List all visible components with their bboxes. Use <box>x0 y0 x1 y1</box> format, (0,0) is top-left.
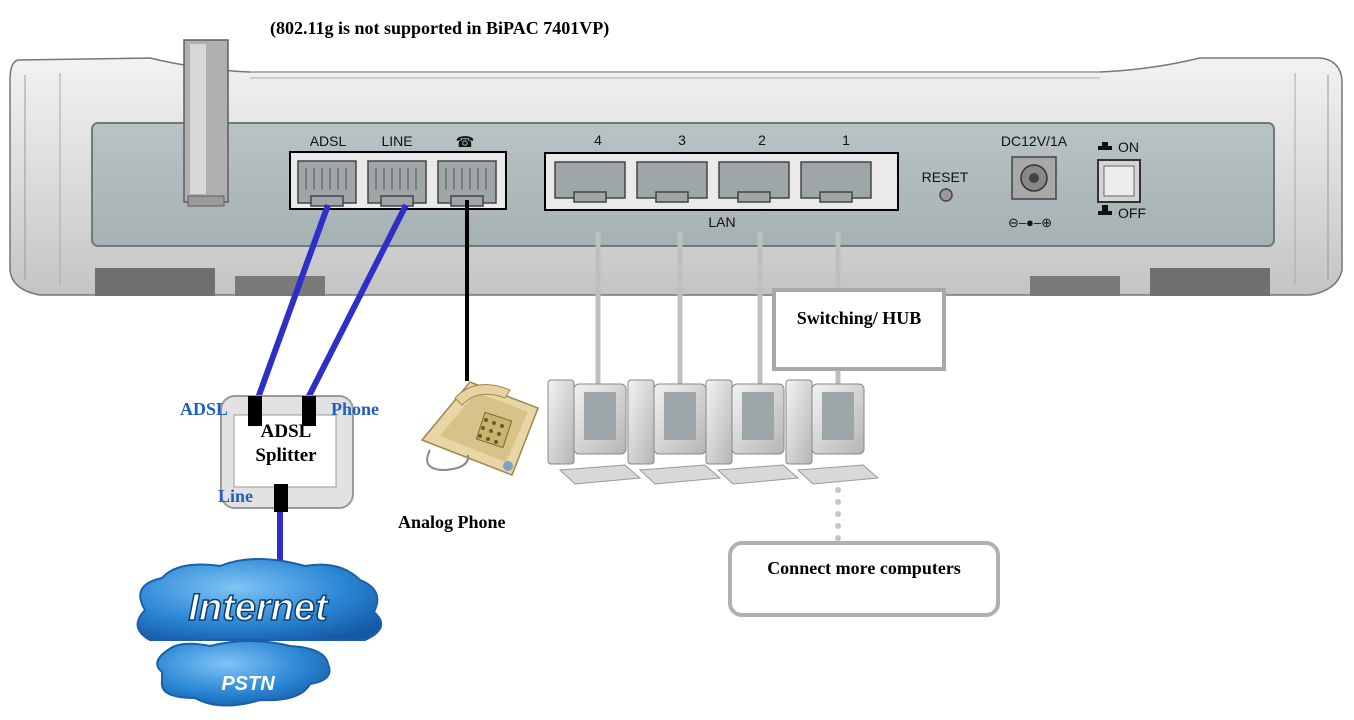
splitter-line-label: Line <box>218 486 254 506</box>
adsl-port[interactable] <box>297 160 357 207</box>
power-jack: DC12V/1A ⊖–●–⊕ <box>1001 133 1068 230</box>
lan-label: LAN <box>708 214 735 230</box>
adsl-port-label: ADSL <box>310 133 347 149</box>
reset-label: RESET <box>922 169 969 185</box>
lan-port-2[interactable] <box>718 161 790 203</box>
lan-port-1[interactable] <box>800 161 872 203</box>
lan-number-3: 3 <box>678 132 686 148</box>
splitter-adsl-label: ADSL <box>180 399 229 419</box>
connect-more-box <box>728 541 1000 617</box>
lan-port-group: 4 3 2 1 LAN <box>544 132 899 230</box>
internet-label: Internet <box>188 587 329 629</box>
desktop-computer-icon <box>547 379 642 485</box>
hub-label: Switching/ HUB <box>796 308 922 328</box>
connect-more-label: Connect more computers <box>767 558 961 578</box>
line-port[interactable] <box>367 160 427 207</box>
adsl-cable <box>255 203 331 400</box>
pstn-label: PSTN <box>221 673 275 695</box>
splitter-title: ADSL Splitter <box>255 421 317 466</box>
telephone-icon <box>420 381 539 476</box>
splitter-phone-label: Phone <box>331 399 380 419</box>
lan-port-3[interactable] <box>636 161 708 203</box>
cloud-icon: Internet PSTN <box>136 558 383 707</box>
switch-on-label: ON <box>1118 139 1139 155</box>
line-port-label: LINE <box>381 133 412 149</box>
phone-port-icon: ☎ <box>456 134 475 151</box>
desktop-computer-icon <box>705 379 800 485</box>
reset-button[interactable]: RESET <box>922 169 969 202</box>
desktop-computer-icon <box>785 379 880 485</box>
power-label: DC12V/1A <box>1001 133 1068 149</box>
antenna-icon <box>183 39 229 207</box>
polarity-symbol: ⊖–●–⊕ <box>1008 215 1052 230</box>
lan-number-4: 4 <box>594 132 602 148</box>
phone-port[interactable] <box>437 160 497 207</box>
lan-cables <box>595 232 841 392</box>
phone-caption: Analog Phone <box>398 512 506 532</box>
switch-off-label: OFF <box>1118 205 1146 221</box>
wan-port-group: ADSL LINE ☎ <box>289 133 507 210</box>
desktop-computer-icon <box>627 379 722 485</box>
dotted-connector <box>835 475 841 541</box>
hub-box <box>772 288 946 371</box>
computers <box>547 379 880 485</box>
lan-number-1: 1 <box>842 132 850 148</box>
lan-number-2: 2 <box>758 132 766 148</box>
note-caption: (802.11g is not supported in BiPAC 7401V… <box>270 18 610 38</box>
lan-port-4[interactable] <box>554 161 626 203</box>
cables <box>255 200 841 560</box>
line-cable <box>305 203 409 400</box>
adsl-splitter <box>220 395 354 512</box>
power-switch[interactable]: ON OFF <box>1097 139 1146 221</box>
